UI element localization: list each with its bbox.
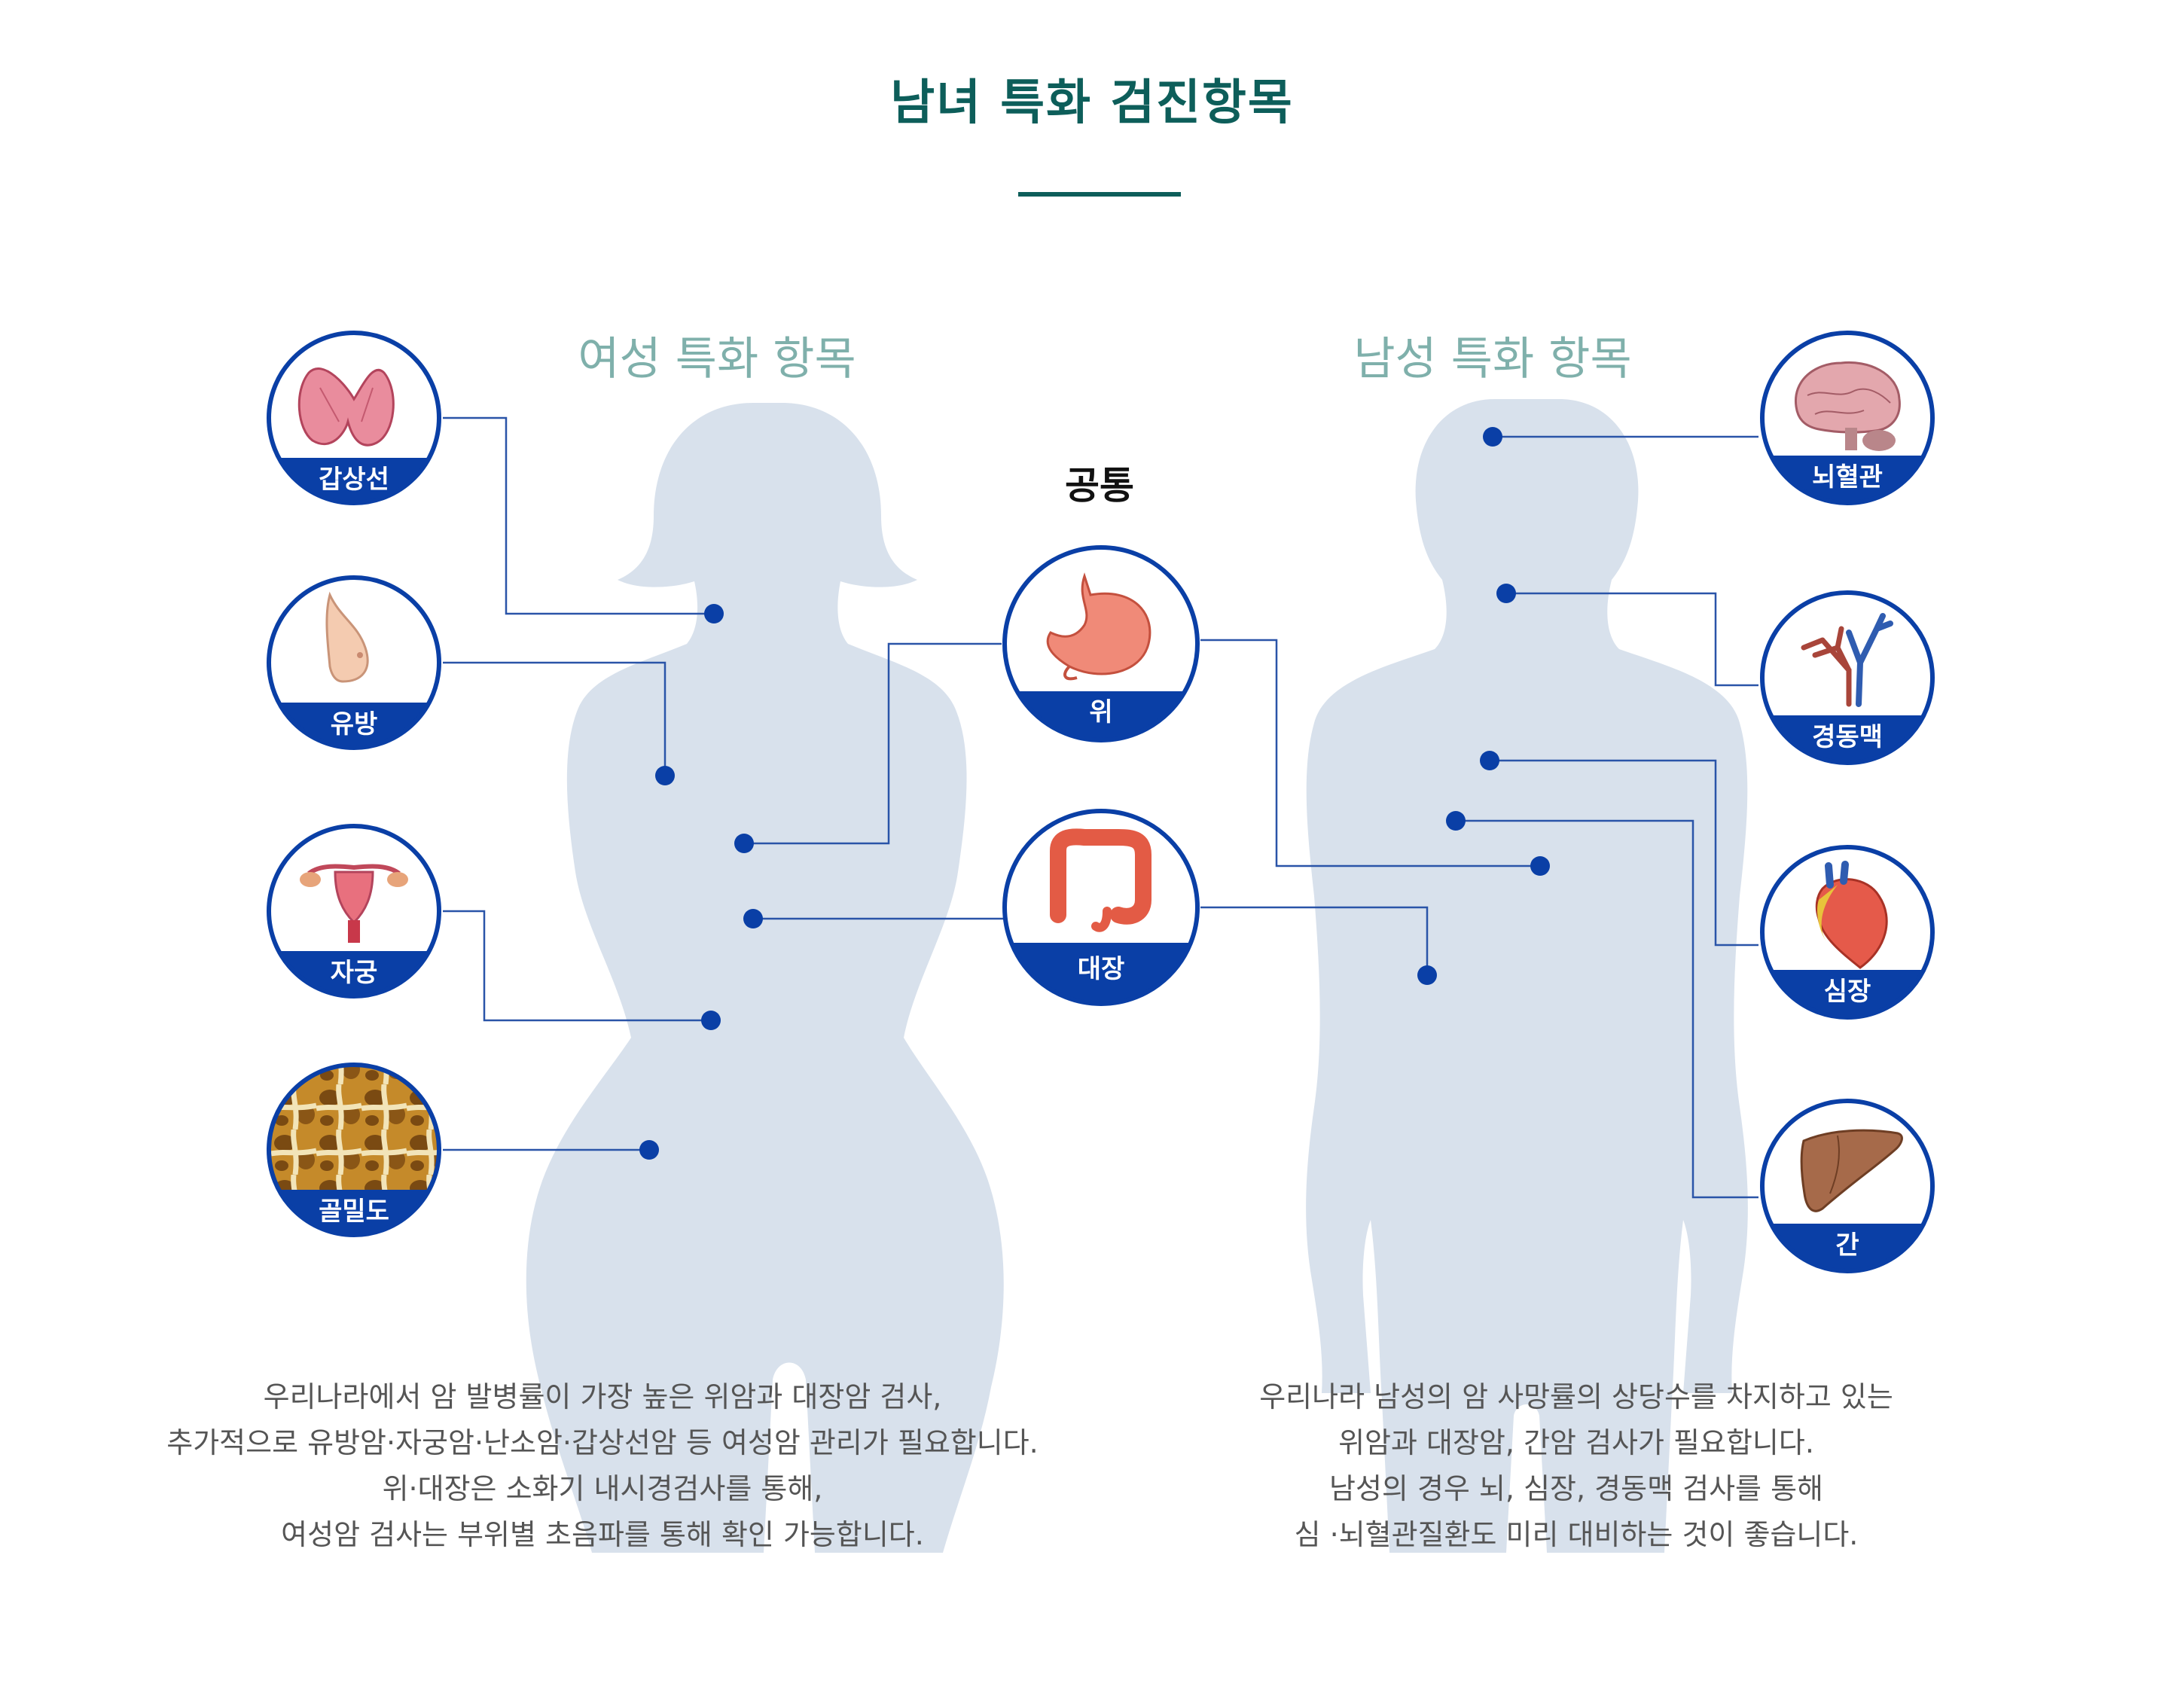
breast-icon [325,591,369,683]
organ-badge-breast: 유방 [267,575,441,750]
female-section-heading: 여성 특화 항목 [578,333,856,386]
brain-icon [1794,361,1901,451]
female-description-line: 여성암 검사는 부위별 초음파를 통해 확인 가능합니다. [281,1518,924,1551]
uterus-icon [300,864,408,943]
organ-label-carotid: 경동맥 [1812,722,1883,752]
dot-uterus [701,1011,721,1030]
male-description: 우리나라 남성의 암 사망률의 상당수를 차지하고 있는 위암과 대장암, 간암… [1049,1374,2103,1558]
title-divider [1018,192,1181,197]
organ-badge-brain: 뇌혈관 [1760,331,1935,505]
organ-badge-bone-density: 골밀도 [267,1063,441,1237]
male-description-line: 남성의 경우 뇌, 심장, 경동맥 검사를 통해 [1329,1472,1823,1505]
female-description-line: 우리나라에서 암 발병률이 가장 높은 위암과 대장암 검사, [263,1380,942,1413]
organ-label-bone-density: 골밀도 [319,1197,389,1227]
common-section-heading: 공통 [1065,464,1134,508]
dot-stomach-female [734,834,754,853]
dot-stomach-male [1530,856,1550,876]
thyroid-icon [297,367,395,447]
dot-colon-female [743,909,763,928]
male-silhouette [1306,399,1748,1553]
dot-carotid [1496,584,1516,603]
male-description-line: 심 ·뇌혈관질환도 미리 대비하는 것이 좋습니다. [1294,1518,1859,1551]
organ-badge-thyroid: 갑상선 [267,331,441,505]
organ-badge-heart: 심장 [1760,845,1935,1020]
page-title: 남녀 특화 검진항목 [890,75,1294,131]
connector-lines [443,416,1758,1199]
organ-label-stomach: 위 [1089,697,1112,727]
dot-bone [639,1140,659,1160]
organ-label-breast: 유방 [331,709,378,739]
dot-liver [1446,811,1466,831]
colon-icon [1050,828,1151,932]
male-description-line: 우리나라 남성의 암 사망률의 상당수를 차지하고 있는 [1259,1380,1893,1413]
heart-icon [1815,861,1888,969]
organ-label-thyroid: 갑상선 [319,465,389,495]
organ-label-colon: 대장 [1078,954,1125,984]
organ-badge-carotid: 경동맥 [1760,590,1935,765]
stomach-icon [1046,572,1151,681]
female-description-line: 위·대장은 소화기 내시경검사를 통해, [382,1472,823,1505]
female-silhouette [526,403,1004,1553]
organ-badge-stomach: 위 [1002,545,1200,742]
dot-breast [655,766,675,785]
organ-label-brain: 뇌혈관 [1812,462,1883,492]
carotid-artery-icon [1801,613,1893,707]
organ-label-heart: 심장 [1824,977,1871,1007]
organ-badge-uterus: 자궁 [267,824,441,999]
male-section-heading: 남성 특화 항목 [1353,333,1632,386]
female-description: 우리나라에서 암 발병률이 가장 높은 위암과 대장암 검사, 추가적으로 유방… [75,1374,1130,1558]
female-description-line: 추가적으로 유방암·자궁암·난소암·갑상선암 등 여성암 관리가 필요합니다. [166,1426,1039,1459]
organ-badge-colon: 대장 [1002,809,1200,1006]
liver-icon [1800,1129,1903,1212]
male-description-line: 위암과 대장암, 간암 검사가 필요합니다. [1338,1426,1814,1459]
dot-brain [1483,427,1502,447]
marker-dots [639,427,1550,1160]
dot-colon-male [1417,965,1437,985]
organ-label-liver: 간 [1835,1230,1859,1261]
dot-heart [1480,751,1499,770]
organ-badge-liver: 간 [1760,1099,1935,1273]
dot-thyroid [704,604,724,624]
organ-label-uterus: 자궁 [331,958,378,988]
